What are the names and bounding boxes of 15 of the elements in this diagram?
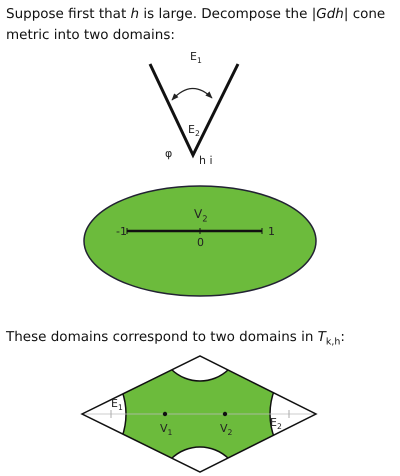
ellipse-domain	[83, 185, 317, 297]
region-label: E$_{2}$	[270, 417, 282, 431]
tick-label: 0	[197, 237, 204, 248]
region-label: E$_{1}$	[111, 398, 123, 412]
angle-label: φ	[165, 148, 172, 159]
region-label: E$_{2}$	[188, 124, 200, 138]
region-label: V$_{2}$	[194, 208, 208, 223]
paragraph: These domains correspond to two domains in T$_{k,h}$:	[6, 328, 346, 350]
tick-label: 1	[268, 226, 275, 237]
tick-label: -1	[116, 226, 127, 237]
point-label: V$_{2}$	[220, 423, 232, 437]
point-label: h i	[199, 155, 213, 166]
point-label: V$_{1}$	[160, 423, 172, 437]
region-label: E$_{1}$	[190, 51, 202, 65]
paragraph: Suppose first that h is large. Decompose the |Gdh| cone metric into two domains:	[6, 5, 386, 45]
